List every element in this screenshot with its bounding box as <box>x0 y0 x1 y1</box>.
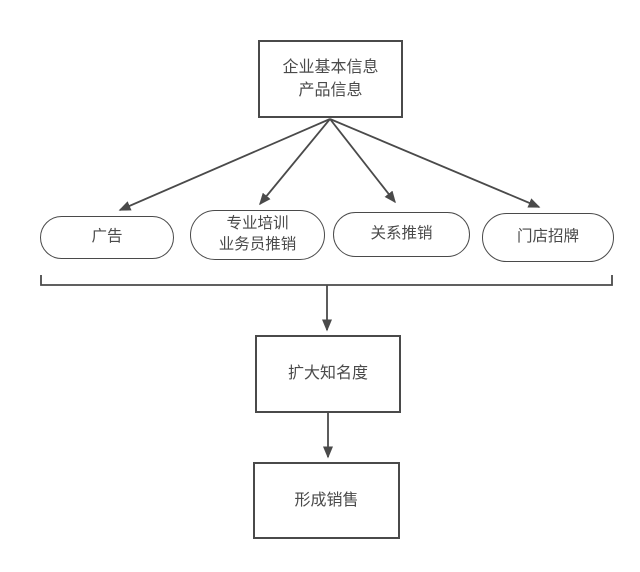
arrow-root-to-storefront <box>329 118 541 208</box>
node-expand-awareness: 扩大知名度 <box>255 335 401 413</box>
node-storefront-sign: 门店招牌 <box>482 213 614 262</box>
bracket-line <box>40 275 613 286</box>
node-training-salesforce: 专业培训 业务员推销 <box>190 210 325 260</box>
arrow-root-to-training <box>259 118 331 206</box>
node-advertising: 广告 <box>40 216 174 259</box>
node-form-sales: 形成销售 <box>253 462 400 539</box>
node-relationship-marketing: 关系推销 <box>333 212 470 257</box>
arrow-root-to-advertising <box>118 118 331 211</box>
node-company-product-info: 企业基本信息 产品信息 <box>258 40 403 118</box>
arrow-root-to-relationship <box>329 118 396 204</box>
